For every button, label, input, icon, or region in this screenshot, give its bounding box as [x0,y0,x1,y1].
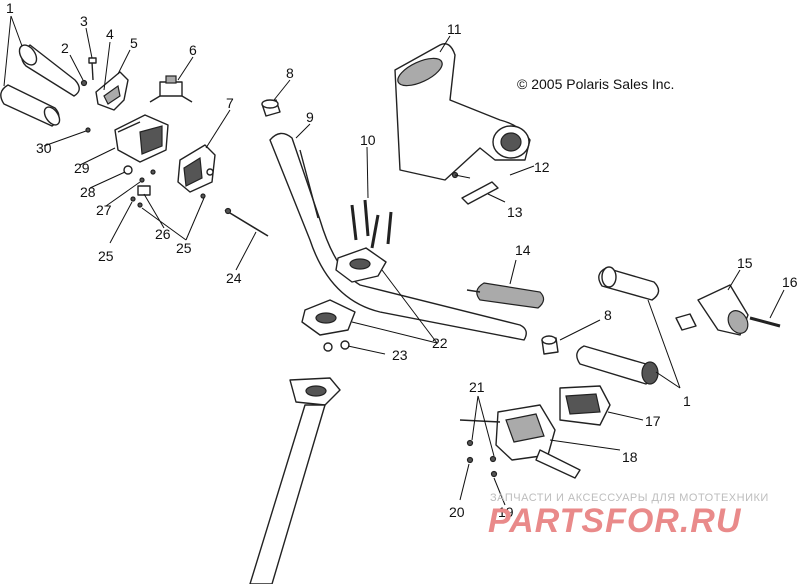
callout-14: 14 [515,242,531,258]
callout-29: 29 [74,160,90,176]
callout-8-top: 8 [286,65,294,81]
switch-housing-7 [177,144,216,193]
screw-25d [200,193,206,199]
watermark-subtitle: ЗАПЧАСТИ И АКСЕССУАРЫ ДЛЯ МОТОТЕХНИКИ [490,492,769,504]
callout-20: 20 [449,504,465,520]
copyright-notice: © 2005 Polaris Sales Inc. [517,76,674,92]
clamp-22-lower [301,299,356,336]
handlebar-9 [269,132,527,341]
grip-left-upper [18,44,80,97]
screw-25b [137,202,143,208]
callout-5: 5 [130,35,138,51]
callout-23: 23 [392,347,408,363]
callout-30: 30 [36,140,52,156]
bolt-16 [749,316,781,328]
callout-19: 19 [498,504,514,520]
screw-12 [451,171,471,179]
screw-20a [466,439,474,447]
callout-26: 26 [155,226,171,242]
connector-6 [149,75,193,103]
screw-27 [139,177,145,183]
washer-2 [80,79,88,87]
screw-19b [490,470,498,478]
brake-cover-17 [559,385,611,426]
bracket-13 [461,181,499,205]
callout-9: 9 [306,109,314,125]
callout-7: 7 [226,95,234,111]
callout-16: 16 [782,274,798,290]
callout-1-right: 1 [683,393,691,409]
callout-25-left: 25 [98,248,114,264]
screw-19a [489,455,497,463]
end-cap-8-top [261,99,281,117]
callouts: 1 2 3 4 5 6 7 8 9 10 11 12 13 14 8 15 16… [6,0,798,520]
washer-28 [123,165,133,175]
callout-6: 6 [189,42,197,58]
callout-25-right: 25 [176,240,192,256]
callout-27: 27 [96,202,112,218]
bolt-3 [88,57,97,81]
grip-right-lower [576,345,659,385]
callout-13: 13 [507,204,523,220]
callout-4: 4 [106,26,114,42]
grip-left-lower [0,84,61,127]
screw-20b [466,456,474,464]
throttle-housing-29 [114,114,169,163]
callout-2: 2 [61,40,69,56]
callout-24: 24 [226,270,242,286]
clip-26 [137,185,151,196]
callout-21: 21 [469,379,485,395]
nut-23a [323,342,333,352]
callout-28: 28 [80,184,96,200]
clamp-22-upper [335,247,387,283]
callout-8-right: 8 [604,307,612,323]
throttle-lever-4-5 [95,71,129,111]
screw-25c [150,169,156,175]
screw-30 [85,127,91,133]
grip-right-upper [598,266,660,301]
watermark-brand: PARTSFOR.RU [488,502,742,540]
callout-12: 12 [534,159,550,175]
callout-1-left: 1 [6,0,14,16]
steering-post [249,377,341,584]
bolts-10 [350,199,393,249]
callout-22: 22 [432,335,448,351]
callout-17: 17 [645,413,661,429]
leader-lines [3,15,785,506]
hand-guard-11 [394,43,531,181]
callout-11: 11 [447,21,462,37]
callout-3: 3 [80,13,88,29]
screw-25a [130,196,136,202]
cable-24 [224,207,269,237]
callout-18: 18 [622,449,638,465]
callout-10: 10 [360,132,376,148]
bar-end-15 [675,284,749,336]
end-cap-8-right [541,335,559,355]
callout-15: 15 [737,255,753,271]
grip-14 [466,282,545,309]
nut-23b [340,340,350,350]
brake-master-cylinder-18 [459,404,581,479]
